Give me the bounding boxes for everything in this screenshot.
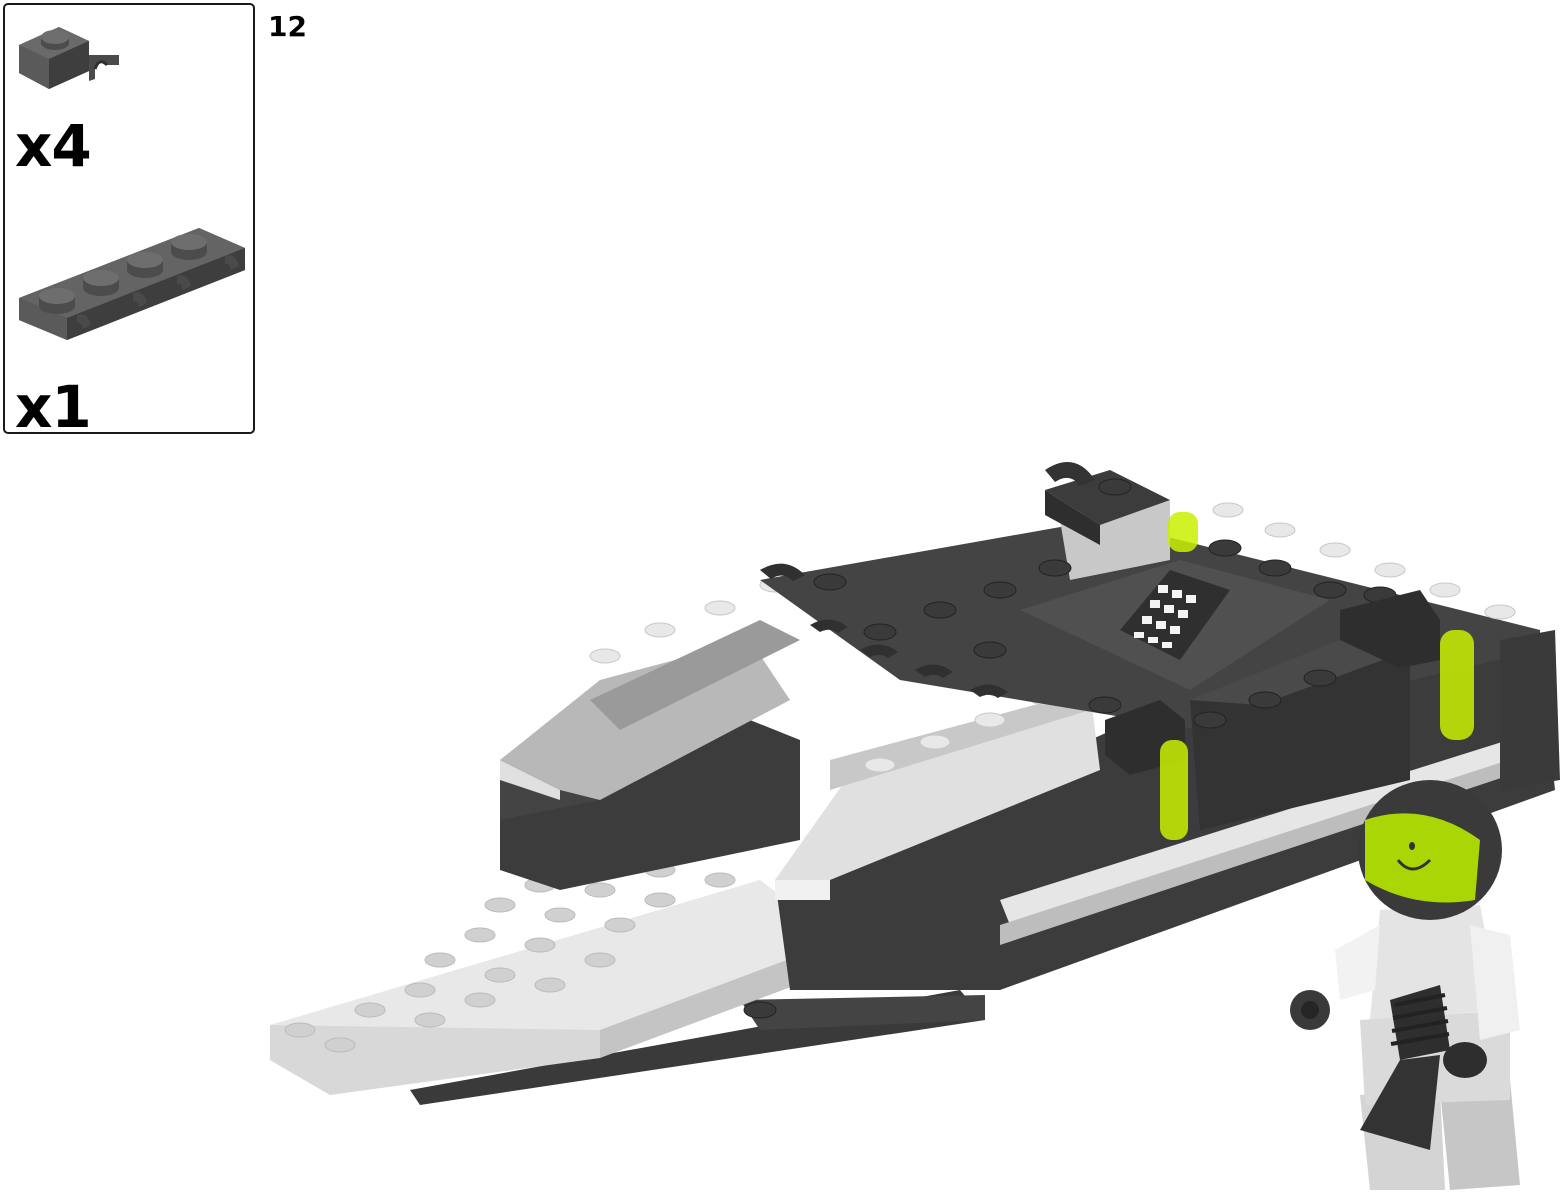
part-quantity: x1 — [15, 373, 92, 441]
parts-callout-box: x4 x1 — [3, 3, 255, 441]
part-quantity: x4 — [15, 112, 92, 180]
step-number: 12 — [268, 10, 307, 43]
minifigure-pilot — [1290, 780, 1520, 1190]
plate-1x4-clips-icon — [19, 228, 245, 340]
plate-1x1-clip-icon — [19, 27, 119, 89]
